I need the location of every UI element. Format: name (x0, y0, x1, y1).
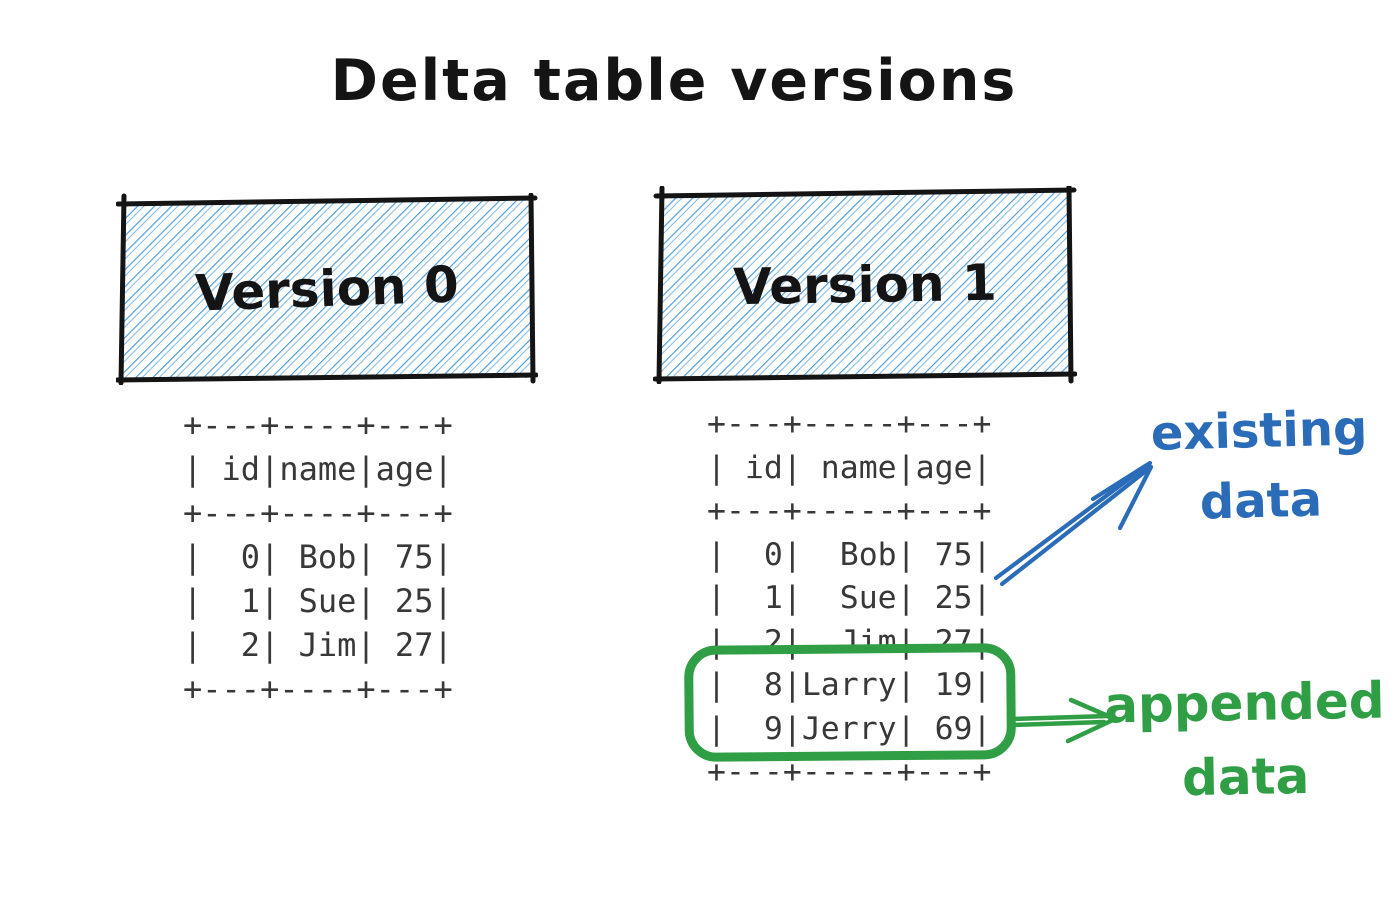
version1-label: Version 1 (732, 253, 998, 317)
version0-hatch-rect (116, 193, 538, 385)
ascii-line: | 8|Larry| 19| (707, 667, 992, 703)
ascii-line: | 9|Jerry| 69| (707, 710, 992, 747)
ascii-line: | 1| Sue| 25| (707, 580, 992, 616)
ascii-line: | 1| Sue| 25| (183, 582, 453, 620)
ascii-line: | 0| Bob| 75| (707, 536, 992, 573)
appended-data-annotation: appended data (1094, 663, 1397, 816)
existing-data-annotation: existing data (1138, 393, 1382, 539)
ascii-line: | id| name|age| (707, 449, 992, 486)
annotation-line: existing (1150, 400, 1369, 462)
ascii-line: | 0| Bob| 75| (183, 538, 453, 576)
version1-box: Version 1 (653, 186, 1077, 384)
annotation-line: appended (1103, 671, 1385, 735)
ascii-line: +---+-----+---+ (707, 406, 992, 442)
diagram-title: Delta table versions (330, 48, 1018, 114)
ascii-line: +---+-----+---+ (707, 493, 992, 529)
version0-ascii-table: +---+----+---+ | id|name|age| +---+----+--… (183, 403, 453, 711)
existing-data-arrow-icon (993, 460, 1154, 587)
annotation-line: data (1181, 746, 1310, 808)
version0-box: Version 0 (116, 193, 538, 385)
ascii-line: +---+----+---+ (183, 670, 453, 708)
ascii-line: | 2| Jim| 27| (707, 623, 992, 660)
ascii-line: +---+----+---+ (183, 494, 453, 532)
ascii-line: +---+-----+---+ (707, 754, 992, 790)
ascii-line: | id|name|age| (183, 450, 453, 488)
version0-label: Version 0 (194, 255, 460, 323)
ascii-line: +---+----+---+ (183, 406, 453, 444)
version1-hatch-rect (653, 186, 1077, 384)
ascii-line: | 2| Jim| 27| (183, 626, 453, 664)
version1-ascii-table: +---+-----+---+ | id| name|age| +---+-----… (707, 403, 991, 795)
annotation-line: data (1199, 471, 1323, 531)
